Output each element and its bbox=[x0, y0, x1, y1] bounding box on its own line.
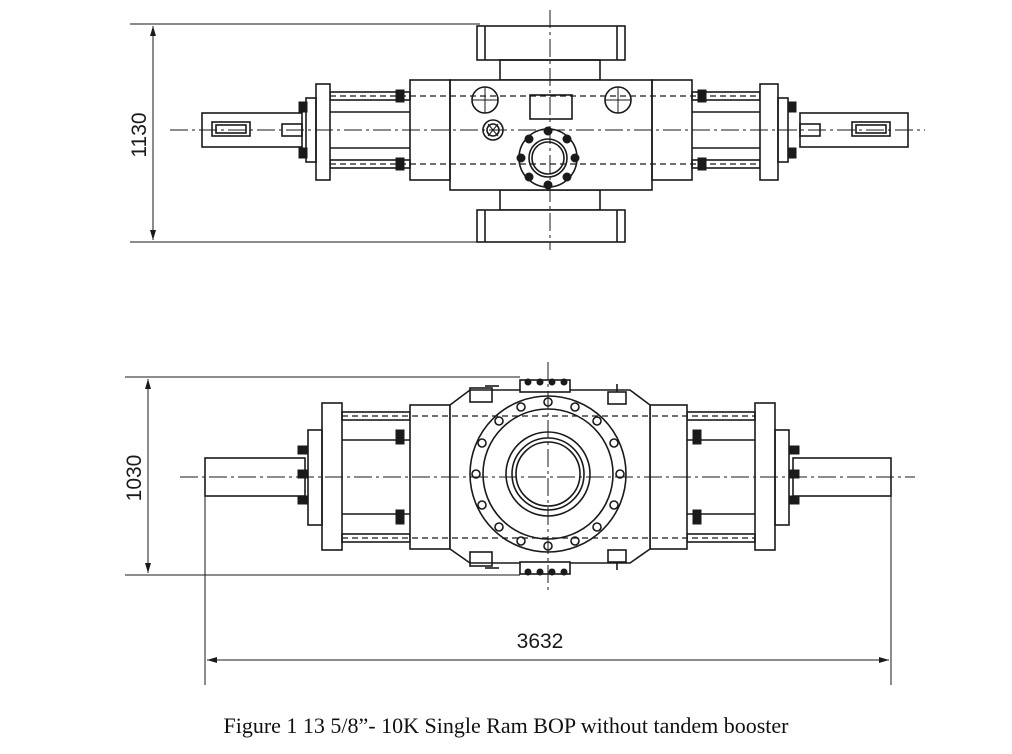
front-view: 1030 3632 bbox=[123, 362, 915, 685]
top-view: 1130 bbox=[128, 10, 925, 250]
top-view-height-label: 1130 bbox=[128, 112, 151, 157]
front-view-height-label: 1030 bbox=[123, 455, 146, 502]
top-body bbox=[409, 79, 693, 191]
top-view-height-dimension: 1130 bbox=[128, 23, 480, 243]
front-view-width-label: 3632 bbox=[517, 630, 564, 653]
front-view-height-dimension: 1030 bbox=[123, 376, 520, 576]
top-left-operator bbox=[201, 83, 411, 181]
top-flange bbox=[476, 25, 626, 81]
front-view-width-dimension: 3632 bbox=[204, 490, 892, 685]
top-right-operator bbox=[691, 83, 909, 181]
figure-caption: Figure 1 13 5/8”- 10K Single Ram BOP wit… bbox=[223, 713, 789, 738]
bottom-flange bbox=[476, 189, 626, 243]
